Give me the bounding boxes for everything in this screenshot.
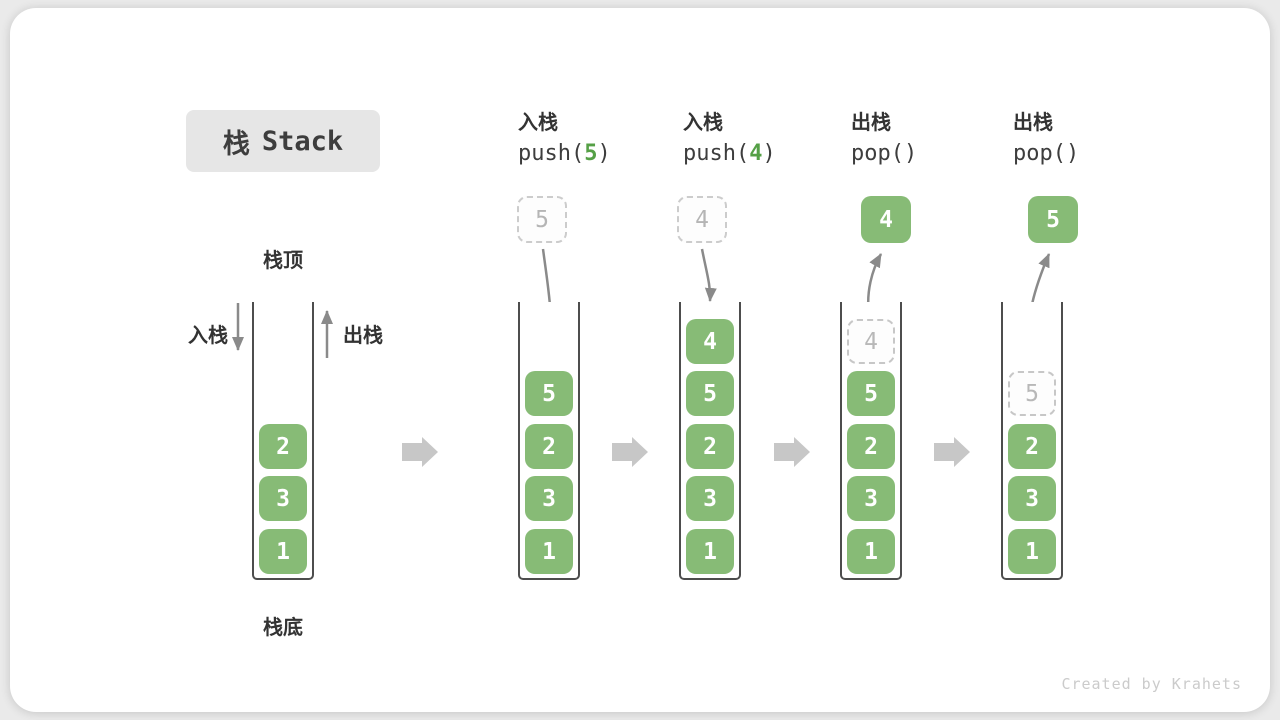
op-label-code: pop() bbox=[1013, 141, 1079, 166]
title-zh: 栈 bbox=[222, 128, 250, 159]
op-code-post: ) bbox=[597, 141, 611, 166]
watermark: Created by Krahets bbox=[1061, 675, 1242, 693]
stack-cell: 5 bbox=[686, 371, 734, 416]
op-code-pre: push( bbox=[683, 141, 750, 166]
floating-element-dashed: 4 bbox=[677, 196, 727, 243]
op-label-code: pop() bbox=[851, 141, 917, 166]
op-label-code: push(5) bbox=[518, 141, 611, 166]
stack-top-label: 栈顶 bbox=[263, 250, 303, 272]
stack-cell: 1 bbox=[1008, 529, 1056, 574]
op-code-post: ) bbox=[1065, 141, 1080, 166]
op-code-arg: 5 bbox=[584, 141, 598, 166]
stack-cell: 3 bbox=[259, 476, 307, 521]
floating-element-popped: 4 bbox=[861, 196, 911, 243]
stack-cell: 2 bbox=[525, 424, 573, 469]
op-code-post: ) bbox=[762, 141, 776, 166]
pop-side-label: 出栈 bbox=[343, 325, 383, 347]
stack-bottom-label: 栈底 bbox=[263, 617, 303, 639]
stack-container-push5: 5 2 3 1 bbox=[518, 302, 580, 580]
stack-cell-ghost: 5 bbox=[1008, 371, 1056, 416]
stack-cell: 1 bbox=[847, 529, 895, 574]
floating-element-dashed: 5 bbox=[517, 196, 567, 243]
stack-cell: 2 bbox=[259, 424, 307, 469]
op-label-zh: 出栈 bbox=[851, 112, 891, 134]
op-code-pre: pop( bbox=[1013, 141, 1066, 166]
op-code-arg: 4 bbox=[749, 141, 763, 166]
push-side-label: 入栈 bbox=[188, 325, 228, 347]
stack-container-pop4: 4 5 2 3 1 bbox=[840, 302, 902, 580]
op-label-zh: 出栈 bbox=[1013, 112, 1053, 134]
stack-cell: 1 bbox=[525, 529, 573, 574]
stack-container-pop5: 5 2 3 1 bbox=[1001, 302, 1063, 580]
stack-cell: 4 bbox=[686, 319, 734, 364]
op-label-zh: 入栈 bbox=[683, 112, 723, 134]
stack-cell: 1 bbox=[259, 529, 307, 574]
stack-cell: 2 bbox=[686, 424, 734, 469]
stack-cell: 2 bbox=[847, 424, 895, 469]
stack-cell: 3 bbox=[525, 476, 573, 521]
stack-container-push4: 4 5 2 3 1 bbox=[679, 302, 741, 580]
title-box: 栈 Stack bbox=[186, 110, 380, 172]
op-label-zh: 入栈 bbox=[518, 112, 558, 134]
op-code-post: ) bbox=[903, 141, 918, 166]
op-code-pre: pop( bbox=[851, 141, 904, 166]
stack-cell-ghost: 4 bbox=[847, 319, 895, 364]
stack-cell: 3 bbox=[1008, 476, 1056, 521]
stack-cell: 3 bbox=[847, 476, 895, 521]
stack-cell: 1 bbox=[686, 529, 734, 574]
op-code-pre: push( bbox=[518, 141, 585, 166]
stack-container-initial: 2 3 1 bbox=[252, 302, 314, 580]
stack-cell: 5 bbox=[525, 371, 573, 416]
stack-cell: 3 bbox=[686, 476, 734, 521]
stack-cell: 2 bbox=[1008, 424, 1056, 469]
title-en: Stack bbox=[261, 125, 344, 157]
floating-element-popped: 5 bbox=[1028, 196, 1078, 243]
stack-cell: 5 bbox=[847, 371, 895, 416]
op-label-code: push(4) bbox=[683, 141, 776, 166]
